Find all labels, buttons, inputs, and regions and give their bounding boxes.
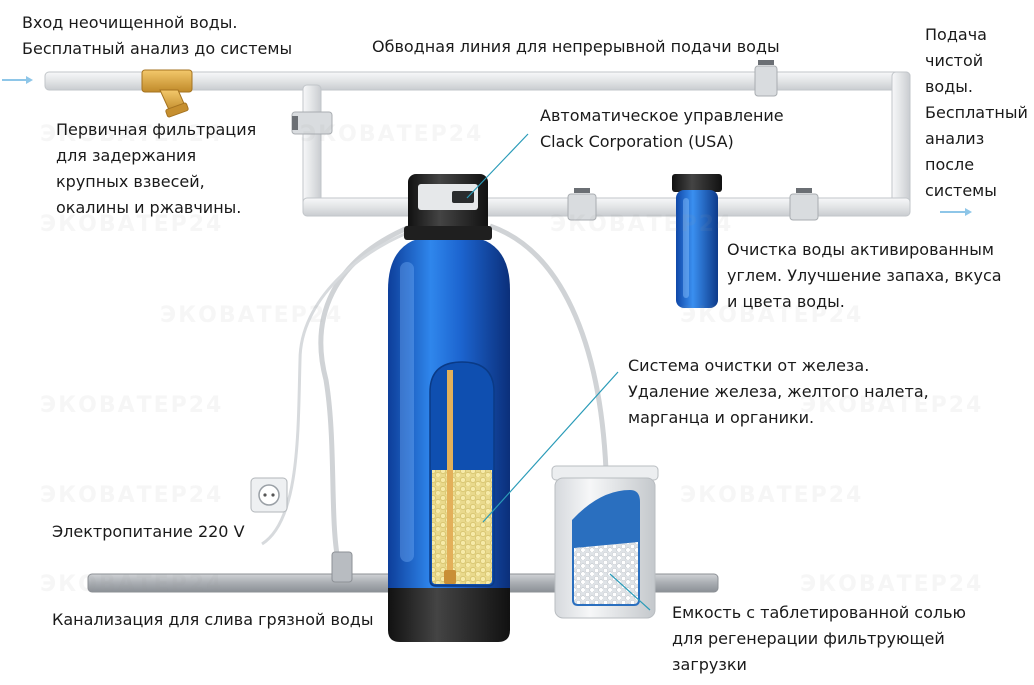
brine-tank-label-line: для регенерации фильтрующей — [672, 629, 945, 648]
control-valve-head — [404, 174, 492, 240]
valve-icon — [789, 188, 819, 221]
iron-system-label-line: марганца и органики. — [628, 408, 815, 427]
iron-system-label-line: Система очистки от железа. — [628, 356, 870, 375]
inlet-arrow-icon — [2, 76, 33, 84]
outlet-label-line: Бесплатный — [925, 103, 1028, 122]
prefilter-strainer-icon — [141, 69, 193, 118]
carbon-label-line: углем. Улучшение запаха, вкуса — [727, 266, 1002, 285]
bypass-label: Обводная линия для непрерывной подачи во… — [372, 37, 780, 56]
power-socket-icon — [250, 477, 288, 513]
valve-icon — [754, 60, 778, 97]
carbon-filter-icon — [672, 174, 722, 308]
inlet-label-line: Вход неочищенной воды. — [22, 13, 238, 32]
valve-icon — [567, 188, 597, 221]
prefilter-label-line: крупных взвесей, — [56, 172, 205, 191]
outlet-label-line: воды. — [925, 77, 973, 96]
prefilter-label-line: для задержания — [56, 146, 197, 165]
outlet-label-line: чистой — [925, 51, 984, 70]
leader-lines — [466, 133, 651, 611]
iron-system-label: Система очистки от железа. Удаление желе… — [628, 353, 929, 431]
brine-tank-label: Емкость с таблетированной солью для реге… — [672, 600, 966, 678]
prefilter-label-line: Первичная фильтрация — [56, 120, 257, 139]
iron-system-label-line: Удаление железа, желтого налета, — [628, 382, 929, 401]
inlet-label-line: Бесплатный анализ до системы — [22, 39, 293, 58]
outlet-label: Подача чистой воды. Бесплатный анализ по… — [925, 22, 1028, 204]
iron-filter-tank — [388, 236, 510, 642]
outlet-label-line: анализ — [925, 129, 985, 148]
outlet-arrow-icon — [940, 208, 972, 216]
brine-tank — [551, 465, 659, 619]
brine-tank-label-line: Емкость с таблетированной солью — [672, 603, 967, 622]
outlet-label-line: системы — [925, 181, 997, 200]
power-label: Электропитание 220 V — [52, 522, 245, 541]
outlet-label-line: Подача — [925, 25, 987, 44]
carbon-label-line: и цвета воды. — [727, 292, 845, 311]
controller-label-line: Автоматическое управление — [540, 106, 784, 125]
prefilter-label-line: окалины и ржавчины. — [56, 198, 242, 217]
carbon-label-line: Очистка воды активированным — [727, 240, 994, 259]
controller-label-line: Clack Corporation (USA) — [540, 132, 734, 151]
prefilter-label: Первичная фильтрация для задержания круп… — [56, 117, 256, 221]
brine-tank-label-line: загрузки — [672, 655, 747, 674]
outlet-label-line: после — [925, 155, 975, 174]
valve-icon — [291, 111, 333, 135]
controller-label: Автоматическое управление Clack Corporat… — [540, 103, 784, 155]
inlet-label: Вход неочищенной воды. Бесплатный анализ… — [22, 10, 292, 62]
drain-label: Канализация для слива грязной воды — [52, 610, 374, 629]
carbon-label: Очистка воды активированным углем. Улучш… — [727, 237, 1002, 315]
